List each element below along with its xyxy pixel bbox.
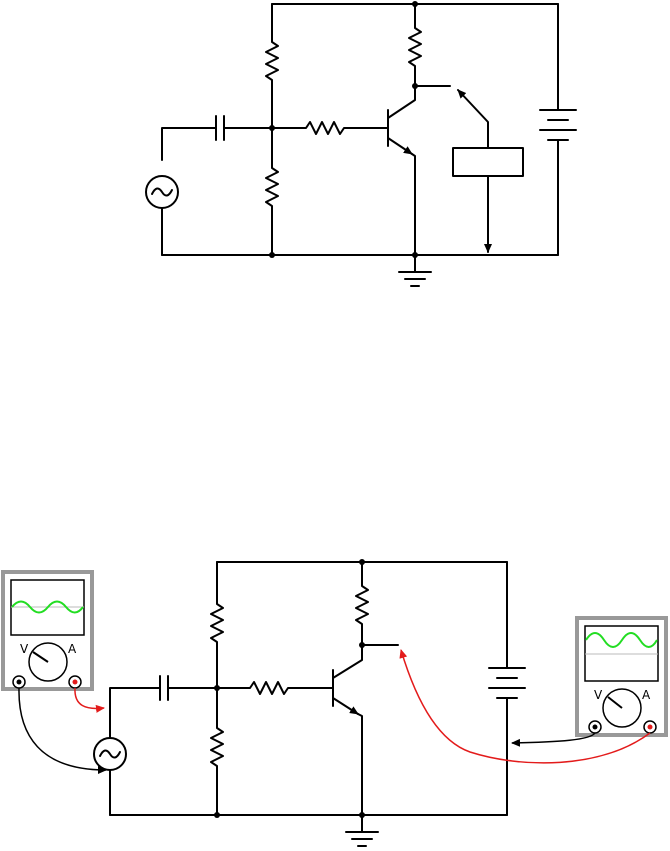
divider-resistor-upper bbox=[266, 4, 278, 128]
divider-resistor-upper bbox=[211, 562, 223, 688]
v-label: V bbox=[594, 688, 603, 702]
coupling-capacitor bbox=[160, 676, 168, 700]
junction-dot bbox=[359, 559, 365, 565]
divider-resistor-lower bbox=[211, 688, 223, 815]
oscilloscope-right: V A bbox=[577, 618, 666, 735]
collector-resistor bbox=[356, 562, 368, 645]
junction-dot bbox=[412, 252, 418, 258]
v-label: V bbox=[20, 642, 29, 656]
npn-transistor bbox=[333, 645, 362, 815]
ac-source bbox=[146, 176, 178, 255]
junction-dot bbox=[269, 252, 275, 258]
left-black-probe-lead bbox=[19, 688, 106, 770]
divider-resistor-lower bbox=[266, 128, 278, 255]
ac-source bbox=[94, 738, 126, 815]
left-red-probe-lead bbox=[75, 688, 104, 708]
junction-dot bbox=[412, 83, 418, 89]
ground-symbol bbox=[346, 815, 378, 846]
junction-dot bbox=[214, 685, 220, 691]
measurement-instrument bbox=[453, 90, 523, 252]
base-resistor bbox=[272, 122, 388, 134]
junction-dot bbox=[412, 1, 418, 7]
oscilloscope-left: V A bbox=[3, 572, 92, 689]
red-probe-jack-center bbox=[73, 680, 78, 685]
black-probe-jack-center bbox=[593, 725, 598, 730]
a-label: A bbox=[68, 642, 77, 656]
collector-resistor bbox=[409, 4, 421, 86]
black-probe-jack-center bbox=[17, 680, 22, 685]
battery bbox=[489, 562, 525, 815]
red-probe-jack-center bbox=[648, 725, 653, 730]
junction-dot bbox=[359, 812, 365, 818]
ground-symbol bbox=[399, 255, 431, 286]
coupling-capacitor bbox=[216, 116, 224, 140]
input-wire bbox=[162, 128, 216, 160]
junction-dot bbox=[269, 125, 275, 131]
a-label: A bbox=[642, 688, 651, 702]
bottom-circuit bbox=[94, 559, 525, 846]
npn-transistor bbox=[388, 86, 415, 255]
battery bbox=[540, 4, 576, 255]
input-wire bbox=[110, 688, 160, 738]
top-circuit bbox=[146, 1, 576, 286]
junction-dot bbox=[359, 642, 365, 648]
base-resistor bbox=[217, 682, 333, 694]
junction-dot bbox=[214, 812, 220, 818]
